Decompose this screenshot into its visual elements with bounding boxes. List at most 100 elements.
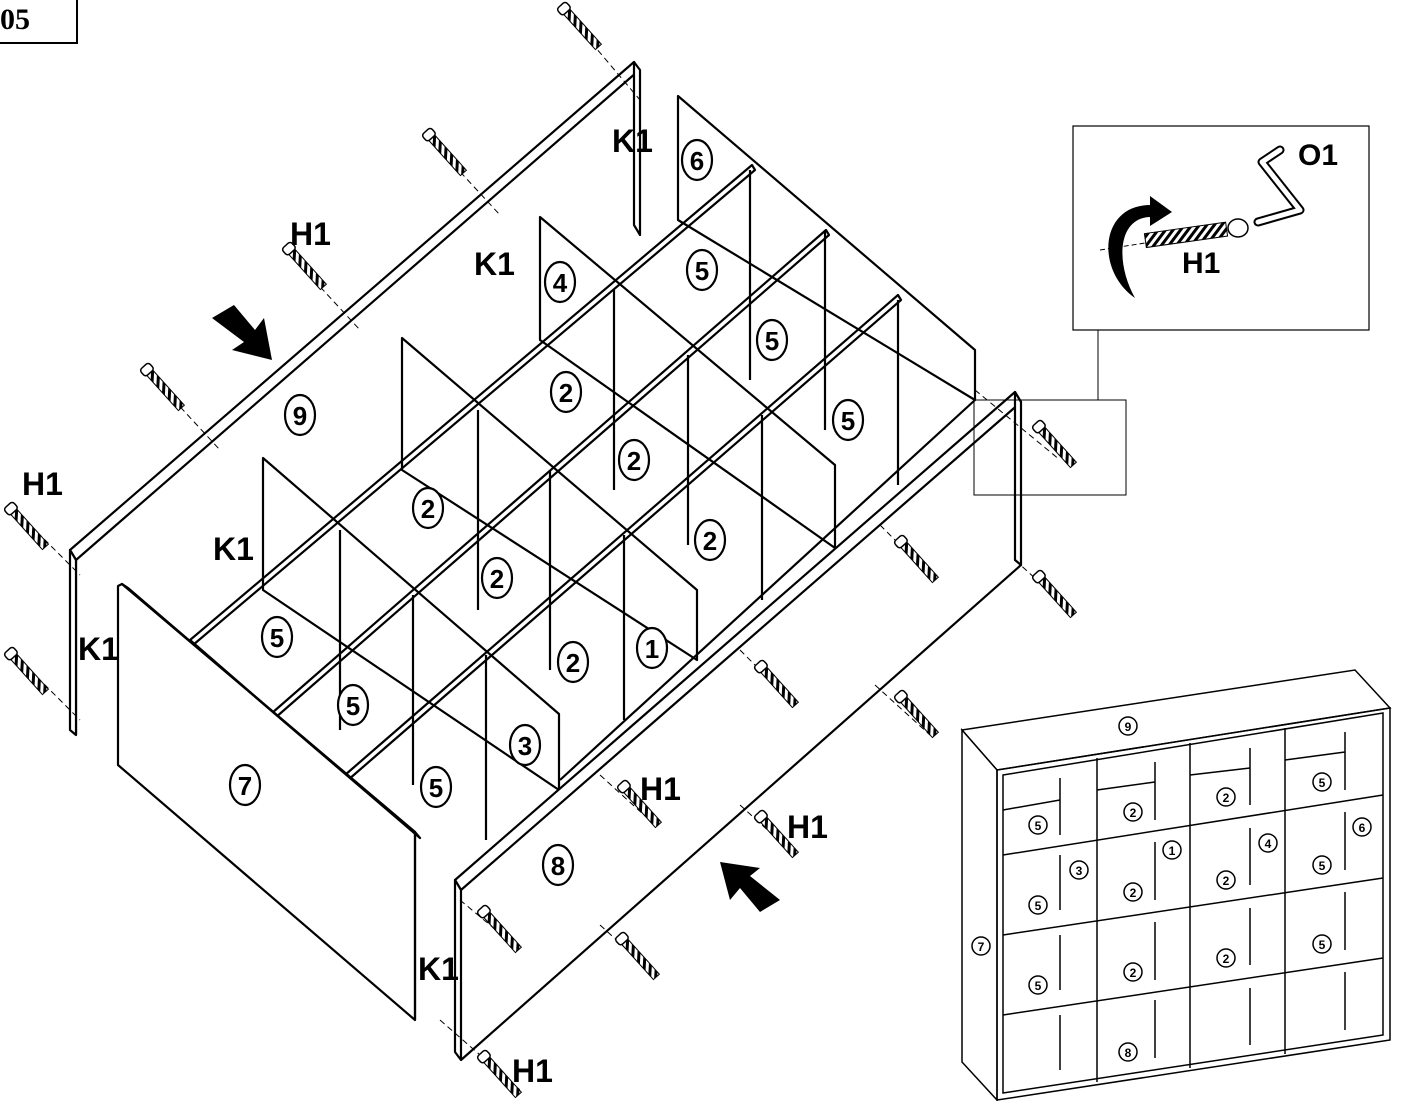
fv-marker: 3 (1069, 860, 1089, 880)
fv-marker-text: 2 (1130, 806, 1137, 820)
marker-4: 4 (543, 260, 577, 304)
panel-top-9-side (68, 548, 78, 737)
marker-text: 2 (490, 564, 504, 594)
fv-marker-text: 3 (1076, 864, 1083, 878)
fv-marker-text: 2 (1223, 791, 1230, 805)
fv-marker: 6 (1352, 817, 1372, 837)
marker-5: 5 (419, 765, 453, 809)
fv-marker: 5 (1028, 975, 1048, 995)
marker-text: 2 (703, 526, 717, 556)
panel-top-9-end (632, 60, 642, 237)
label-h1: H1 (512, 1053, 553, 1089)
fv-marker-text: 4 (1265, 837, 1272, 851)
fv-marker: 5 (1028, 895, 1048, 915)
fv-marker-text: 8 (1125, 1046, 1132, 1060)
bolt (420, 126, 469, 178)
bolt (2, 500, 51, 552)
marker-text: 5 (346, 691, 360, 721)
marker-5: 5 (831, 398, 865, 442)
marker-5: 5 (685, 248, 719, 292)
label-k1: K1 (474, 246, 515, 282)
marker-6: 6 (680, 138, 714, 182)
label-k1: K1 (213, 531, 254, 567)
marker-text: 9 (293, 401, 307, 431)
bolt-icon (1143, 221, 1229, 249)
marker-3: 3 (508, 723, 542, 767)
label-k1: K1 (418, 951, 459, 987)
label-o1: O1 (1298, 139, 1338, 172)
marker-text: 5 (765, 326, 779, 356)
bolt (752, 658, 801, 710)
finished-view (960, 669, 1392, 1102)
push-arrow-icon (720, 862, 780, 912)
marker-2: 2 (411, 486, 445, 530)
bolt (2, 645, 51, 697)
fv-marker-text: 5 (1319, 938, 1326, 952)
fv-marker: 8 (1118, 1042, 1138, 1062)
fv-marker: 5 (1312, 772, 1332, 792)
label-h1: H1 (22, 466, 63, 502)
step-number-box: 05 (0, 0, 78, 44)
detail-inset: O1 H1 (973, 125, 1370, 496)
fv-marker-text: 7 (978, 940, 985, 954)
label-h1: H1 (1182, 247, 1220, 280)
fv-marker: 5 (1028, 815, 1048, 835)
exploded-assembly (68, 60, 1023, 1062)
label-k1: K1 (78, 631, 119, 667)
bolt (892, 688, 941, 740)
fv-marker-text: 2 (1130, 886, 1137, 900)
marker-5: 5 (260, 615, 294, 659)
fv-marker: 7 (971, 936, 991, 956)
marker-text: 6 (690, 146, 704, 176)
fv-marker-text: 5 (1035, 819, 1042, 833)
finished-front (996, 707, 1391, 1101)
fv-marker: 4 (1258, 833, 1278, 853)
marker-2: 2 (693, 518, 727, 562)
marker-text: 3 (518, 731, 532, 761)
fv-marker: 2 (1123, 882, 1143, 902)
marker-text: 4 (553, 268, 568, 298)
panel-markers: 9 7 8 6 4 3 1 2 2 2 2 2 2 5 5 5 5 5 5 (228, 138, 865, 887)
fv-marker-text: 2 (1130, 966, 1137, 980)
fv-marker-text: 2 (1223, 952, 1230, 966)
fv-marker: 2 (1123, 962, 1143, 982)
label-h1: H1 (290, 216, 331, 252)
rotate-arrow-icon (1108, 196, 1172, 298)
fv-marker: 1 (1162, 840, 1182, 860)
step-number: 05 (0, 3, 30, 36)
marker-text: 2 (566, 648, 580, 678)
fv-marker: 2 (1216, 787, 1236, 807)
marker-2: 2 (617, 438, 651, 482)
marker-5: 5 (336, 683, 370, 727)
fv-marker-text: 2 (1223, 874, 1230, 888)
fv-marker: 5 (1312, 855, 1332, 875)
fv-marker: 5 (1312, 934, 1332, 954)
marker-text: 8 (551, 851, 565, 881)
marker-top: 9 (283, 393, 317, 437)
fv-marker: 2 (1123, 802, 1143, 822)
marker-side: 7 (228, 763, 262, 807)
push-arrow-icon (212, 305, 272, 360)
fv-marker: 2 (1216, 948, 1236, 968)
bolt (1030, 418, 1079, 470)
marker-bottom: 8 (541, 843, 575, 887)
label-h1: H1 (787, 809, 828, 845)
fv-marker-text: 5 (1319, 859, 1326, 873)
divider-6 (676, 94, 977, 402)
fv-marker: 9 (1118, 716, 1138, 736)
label-h1: H1 (640, 771, 681, 807)
label-k1: K1 (612, 123, 653, 159)
fv-marker-text: 9 (1125, 720, 1132, 734)
finished-left-side (961, 728, 998, 1102)
marker-1: 1 (635, 626, 669, 670)
marker-text: 2 (559, 378, 573, 408)
bolt (138, 361, 187, 413)
fv-marker-text: 5 (1319, 776, 1326, 790)
bolt (1030, 568, 1079, 620)
marker-text: 5 (695, 256, 709, 286)
fv-marker-text: 6 (1359, 821, 1366, 835)
bolt (892, 533, 941, 585)
marker-5: 5 (755, 318, 789, 362)
marker-2: 2 (480, 556, 514, 600)
